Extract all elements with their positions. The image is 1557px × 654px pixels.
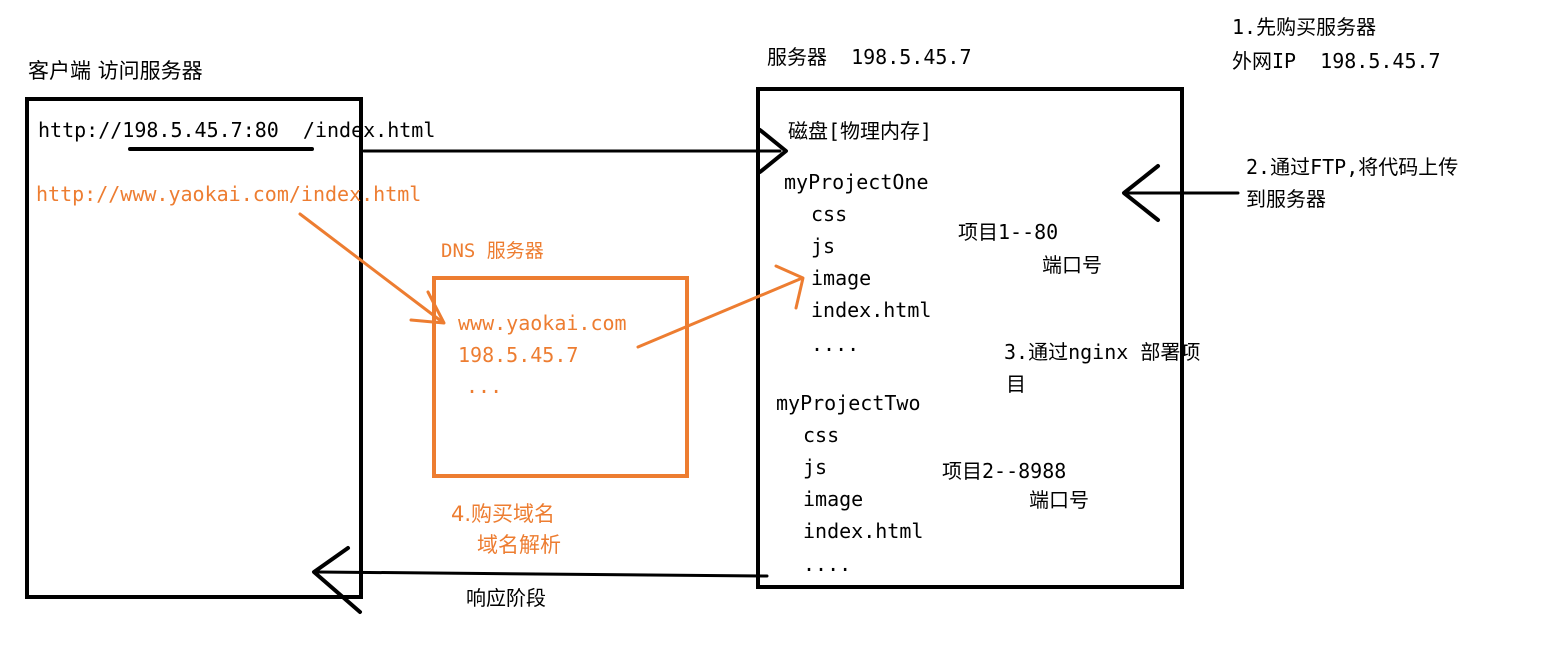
project-one-name: myProjectOne (784, 170, 929, 194)
step2-line2: 到服务器 (1246, 187, 1326, 211)
project-two-name: myProjectTwo (776, 391, 921, 415)
project-one-file: css (811, 202, 848, 226)
dns-ip: 198.5.45.7 (458, 343, 579, 367)
upload-arrowhead (1122, 164, 1160, 222)
disk-label: 磁盘[物理内存] (788, 119, 933, 143)
step4-line2: 域名解析 (477, 533, 561, 557)
step4-line1: 4.购买域名 (451, 502, 556, 526)
project-one-label: 项目1--80 (958, 220, 1059, 244)
request-arrowhead (758, 128, 788, 174)
dns-lookup-arrow (298, 212, 443, 323)
server-box (756, 87, 1184, 589)
dns-more: ... (466, 374, 503, 398)
dns-resolve-arrowhead (774, 264, 805, 310)
server-title: 服务器 198.5.45.7 (767, 45, 972, 69)
client-box (25, 97, 363, 599)
dns-domain: www.yaokai.com (458, 311, 627, 335)
client-url-domain: http://www.yaokai.com/index.html (36, 182, 422, 206)
project-two-file: image (803, 487, 864, 511)
project-two-file: css (803, 423, 840, 447)
client-title: 客户端 访问服务器 (28, 59, 203, 83)
step3-line2: 目 (1006, 372, 1026, 396)
project-one-file: index.html (811, 298, 932, 322)
step1-line1: 1.先购买服务器 (1232, 15, 1377, 39)
project-one-port-label: 端口号 (1042, 253, 1102, 277)
project-two-file: .... (803, 552, 852, 576)
project-two-port-label: 端口号 (1029, 488, 1089, 512)
project-two-label: 项目2--8988 (942, 459, 1067, 483)
step1-line2: 外网IP 198.5.45.7 (1232, 49, 1441, 73)
step2-line1: 2.通过FTP,将代码上传 (1246, 155, 1459, 179)
client-url-ip: http://198.5.45.7:80 /index.html (38, 118, 436, 142)
project-one-file: js (811, 234, 836, 258)
dns-resolve-arrow (636, 277, 802, 349)
dns-title: DNS 服务器 (441, 240, 544, 262)
response-label: 响应阶段 (466, 586, 546, 610)
dns-lookup-arrowhead (409, 290, 446, 325)
step3-line1: 3.通过nginx 部署项 (1004, 340, 1201, 364)
project-two-file: index.html (803, 519, 924, 543)
response-arrowhead (312, 546, 362, 614)
project-two-file: js (803, 455, 828, 479)
response-arrow (316, 570, 769, 578)
project-one-file: .... (811, 332, 860, 356)
project-one-file: image (811, 266, 872, 290)
dns-box (432, 276, 689, 478)
